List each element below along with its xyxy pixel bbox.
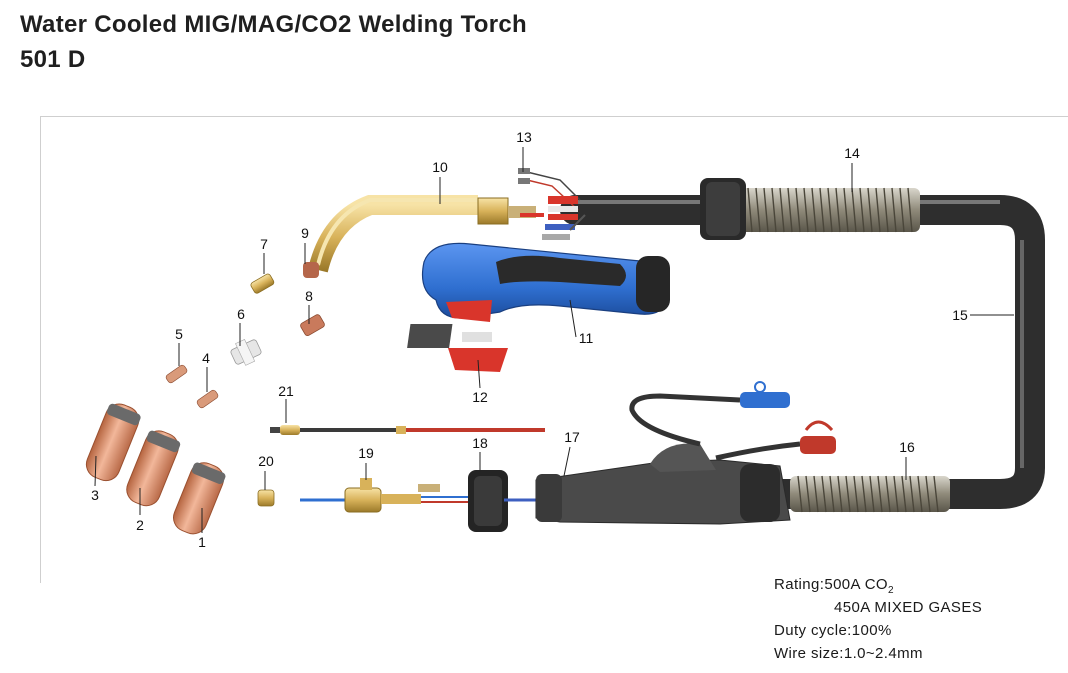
part-17-rear-handle [535,381,836,525]
label-14: 14 [844,145,860,161]
part-11-handle [421,242,670,322]
part-8-contact-holder [300,314,325,336]
label-18: 18 [472,435,488,451]
spec-rating-mixed: 450A MIXED GASES [834,599,983,616]
label-16: 16 [899,439,915,455]
part-5-contact-tip [165,364,188,384]
part-18-nut [468,470,540,532]
label-15: 15 [952,307,968,323]
spec-wire-size: Wire size:1.0~2.4mm [774,645,923,662]
label-12: 12 [472,389,488,405]
spec-duty-cycle: Duty cycle:100% [774,622,892,639]
label-5: 5 [175,326,183,342]
spec-rating-subscript: 2 [888,585,894,596]
part-20-fitting [257,489,275,507]
part-7-tip-adapter [250,273,275,294]
label-7: 7 [260,236,268,252]
part-6-insulator [230,339,262,366]
part-9-diffuser [303,262,319,278]
label-6: 6 [237,306,245,322]
part-12-trigger [407,324,508,372]
part-4-contact-tip [196,389,219,409]
diagram-frame [40,116,1068,583]
label-9: 9 [301,225,309,241]
part-19-central-body [300,478,470,513]
label-11: 11 [579,330,594,346]
page-title: Water Cooled MIG/MAG/CO2 Welding Torch [20,11,527,38]
part-3-nozzle [85,403,141,482]
label-3: 3 [91,487,99,503]
part-21-liner [270,425,545,435]
part-16-spring [790,475,950,513]
part-13-wires [518,168,586,240]
label-2: 2 [136,517,144,533]
label-4: 4 [202,350,210,366]
label-13: 13 [516,129,532,145]
spec-rating-text: Rating:500A CO [774,576,888,593]
part-2-nozzle [126,430,181,507]
label-10: 10 [432,159,448,175]
label-19: 19 [358,445,374,461]
part-1-nozzle [173,462,226,535]
label-1: 1 [198,534,206,550]
leader-lines [94,147,1014,533]
label-8: 8 [305,288,313,304]
model-number: 501 D [20,46,86,73]
part-labels: 13 14 10 9 7 8 6 5 4 11 12 21 15 17 18 1… [91,129,968,550]
label-20: 20 [258,453,274,469]
spec-rating: Rating:500A CO2 [774,576,894,596]
part-10-swan-neck [308,195,544,273]
label-17: 17 [564,429,580,445]
part-14-spring [700,178,920,240]
label-21: 21 [278,383,294,399]
